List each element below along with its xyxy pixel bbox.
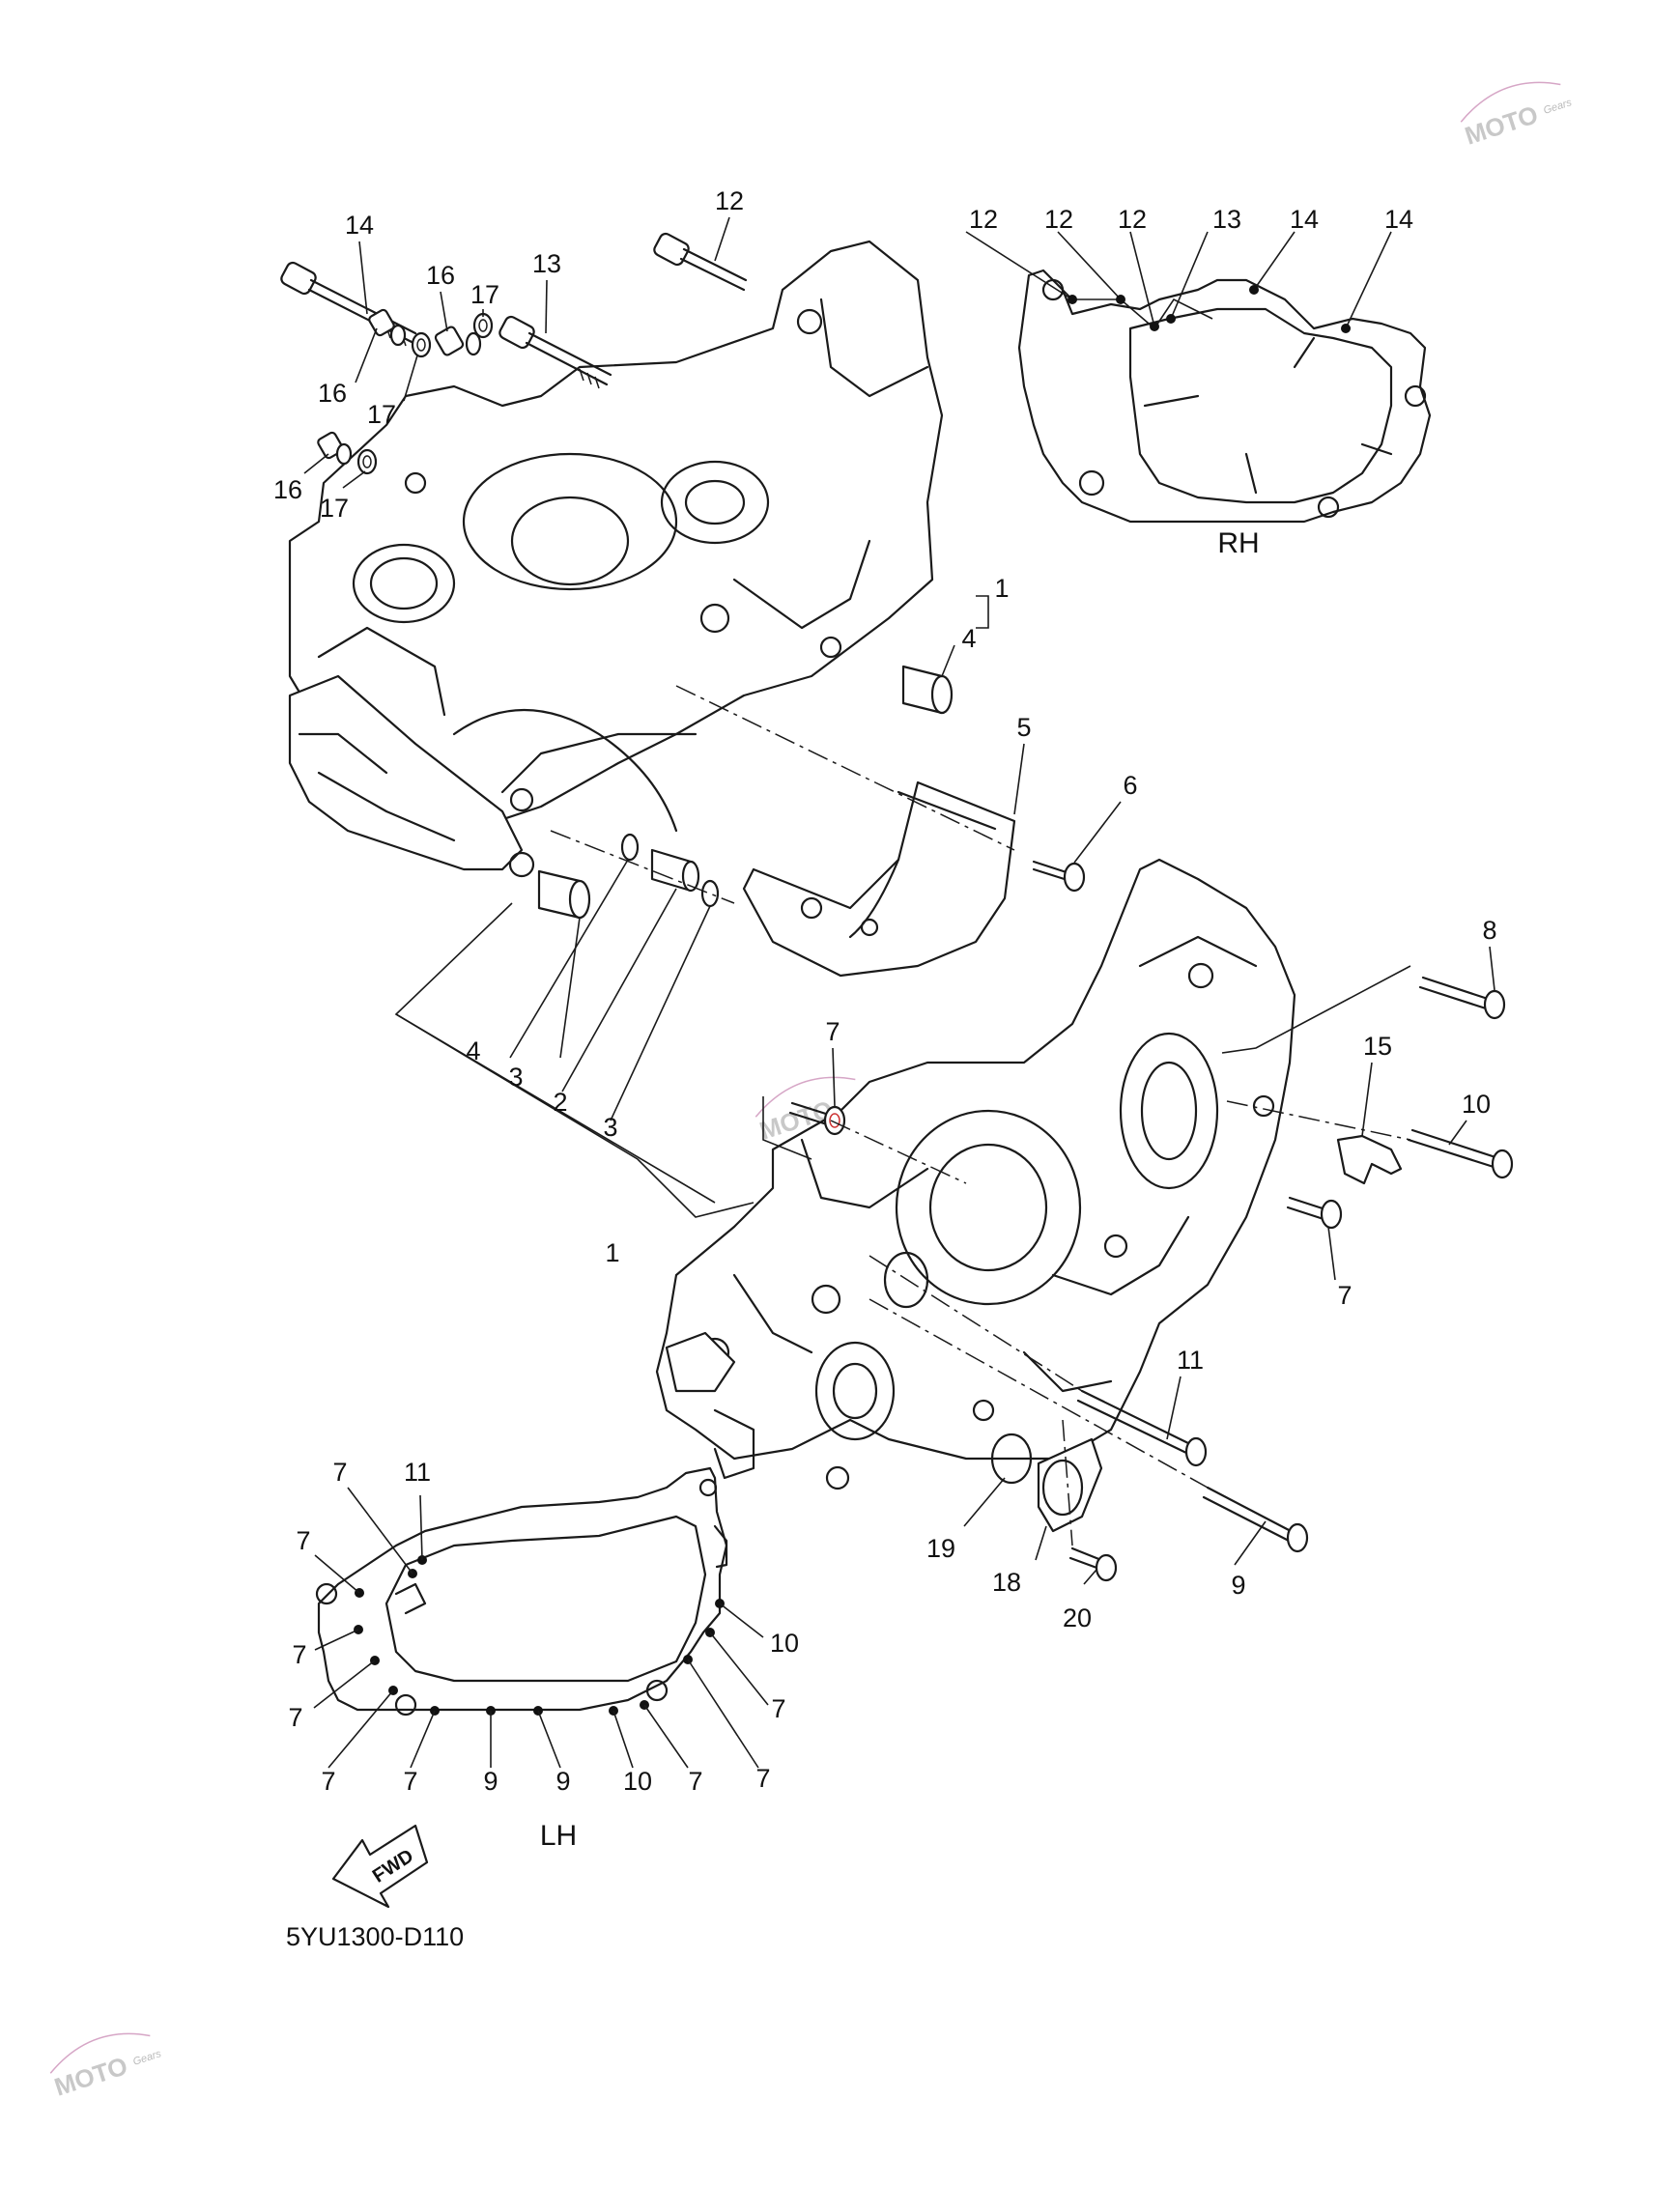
callout-5: 5 xyxy=(1016,713,1031,742)
bolt-8 xyxy=(1418,976,1506,1020)
callout-16: 16 xyxy=(273,475,302,504)
callout-19: 19 xyxy=(926,1534,955,1563)
svg-text:MOTO: MOTO xyxy=(1462,99,1542,150)
callout-7: 7 xyxy=(321,1767,335,1796)
callout-14: 14 xyxy=(1290,205,1319,234)
callout-16: 16 xyxy=(318,379,347,408)
upper-crankcase xyxy=(288,240,944,833)
callout-3: 3 xyxy=(508,1063,523,1092)
oil-pipe-2 xyxy=(650,848,700,893)
washer-17-c xyxy=(356,448,378,475)
callout-4: 4 xyxy=(466,1036,480,1065)
nut-16-c xyxy=(317,431,353,466)
callout-9: 9 xyxy=(555,1767,570,1796)
callout-17: 17 xyxy=(367,400,396,429)
callout-7: 7 xyxy=(288,1703,302,1732)
callout-8: 8 xyxy=(1482,916,1496,945)
fwd-arrow: FWD xyxy=(331,1824,429,1909)
callout-17: 17 xyxy=(320,494,349,523)
callout-14: 14 xyxy=(345,211,374,240)
callout-14: 14 xyxy=(1384,205,1413,234)
nut-16-b xyxy=(368,308,407,347)
drawing-code: 5YU1300-D110 xyxy=(286,1922,464,1951)
dowel-pin-4-top xyxy=(901,665,954,715)
assembly-centerlines xyxy=(550,685,1411,1547)
callout-7: 7 xyxy=(292,1640,306,1669)
bolt-7-right xyxy=(1286,1196,1343,1230)
upper-crankcase-left-block xyxy=(288,674,535,878)
bolt-14-long xyxy=(280,261,417,347)
svg-text:Gears: Gears xyxy=(131,2048,163,2068)
leader-lines xyxy=(303,216,1495,1769)
callout-4: 4 xyxy=(961,624,976,653)
callout-3: 3 xyxy=(603,1113,617,1142)
callout-10: 10 xyxy=(770,1629,799,1658)
baffle-plate-5 xyxy=(742,780,1016,978)
callout-13: 13 xyxy=(532,249,561,278)
callout-7: 7 xyxy=(688,1767,702,1796)
callout-13: 13 xyxy=(1212,205,1241,234)
callout-10: 10 xyxy=(1462,1090,1491,1119)
lower-crankcase xyxy=(655,858,1296,1490)
callout-7: 7 xyxy=(403,1767,417,1796)
callout-1: 1 xyxy=(994,574,1009,603)
callout-12: 12 xyxy=(969,205,998,234)
lh-crankcase-cover xyxy=(315,1466,728,1717)
callout-6: 6 xyxy=(1123,771,1137,800)
cover-18 xyxy=(1037,1437,1103,1533)
watermark-bottom-left: MOTO Gears xyxy=(49,2032,163,2102)
callout-7: 7 xyxy=(771,1694,785,1723)
callout-7: 7 xyxy=(755,1764,770,1793)
o-ring-19 xyxy=(990,1433,1033,1485)
callout-9: 9 xyxy=(1231,1571,1245,1600)
watermark-top-right: MOTO Gears xyxy=(1460,81,1574,151)
callout-12: 12 xyxy=(715,186,744,215)
o-ring-3-b xyxy=(700,879,720,908)
callouts: 14 16 17 13 12 16 17 16 17 12 12 12 13 1… xyxy=(273,186,1497,1852)
callout-12: 12 xyxy=(1044,205,1073,234)
callout-20: 20 xyxy=(1063,1603,1092,1632)
bolt-12-top xyxy=(653,232,748,292)
bolt-10-right xyxy=(1407,1128,1514,1179)
callout-9: 9 xyxy=(483,1767,498,1796)
callout-11: 11 xyxy=(1177,1346,1204,1375)
bolt-6 xyxy=(1032,860,1086,893)
callout-12: 12 xyxy=(1118,205,1147,234)
nut-16-a xyxy=(434,326,482,356)
callout-7: 7 xyxy=(332,1458,347,1487)
callout-7: 7 xyxy=(825,1017,840,1046)
callout-7: 7 xyxy=(296,1526,310,1555)
dowel-pin-4-bottom xyxy=(537,869,591,920)
bolt-13 xyxy=(498,315,612,389)
o-ring-3-a xyxy=(620,833,640,862)
callout-15: 15 xyxy=(1363,1032,1392,1061)
callout-17: 17 xyxy=(470,280,499,309)
washer-17-b xyxy=(411,331,432,358)
callout-16: 16 xyxy=(426,261,455,290)
callout-10: 10 xyxy=(623,1767,652,1796)
bolt-9-right xyxy=(1202,1486,1309,1553)
bolt-20 xyxy=(1068,1547,1118,1582)
bolt-11-right xyxy=(1076,1389,1208,1467)
svg-text:MOTO: MOTO xyxy=(51,2051,131,2101)
callout-2: 2 xyxy=(553,1088,567,1117)
callout-7: 7 xyxy=(1337,1281,1352,1310)
callout-11: 11 xyxy=(404,1458,431,1487)
callout-18: 18 xyxy=(992,1568,1021,1597)
bolt-7-upper xyxy=(788,1101,846,1136)
callout-1: 1 xyxy=(605,1238,619,1267)
rh-label: RH xyxy=(1217,527,1259,559)
rh-crankcase-outline xyxy=(965,231,1432,524)
washer-17-a xyxy=(472,312,494,339)
bracket-15 xyxy=(1336,1134,1403,1185)
lh-label: LH xyxy=(540,1820,577,1852)
svg-text:Gears: Gears xyxy=(1542,97,1574,117)
